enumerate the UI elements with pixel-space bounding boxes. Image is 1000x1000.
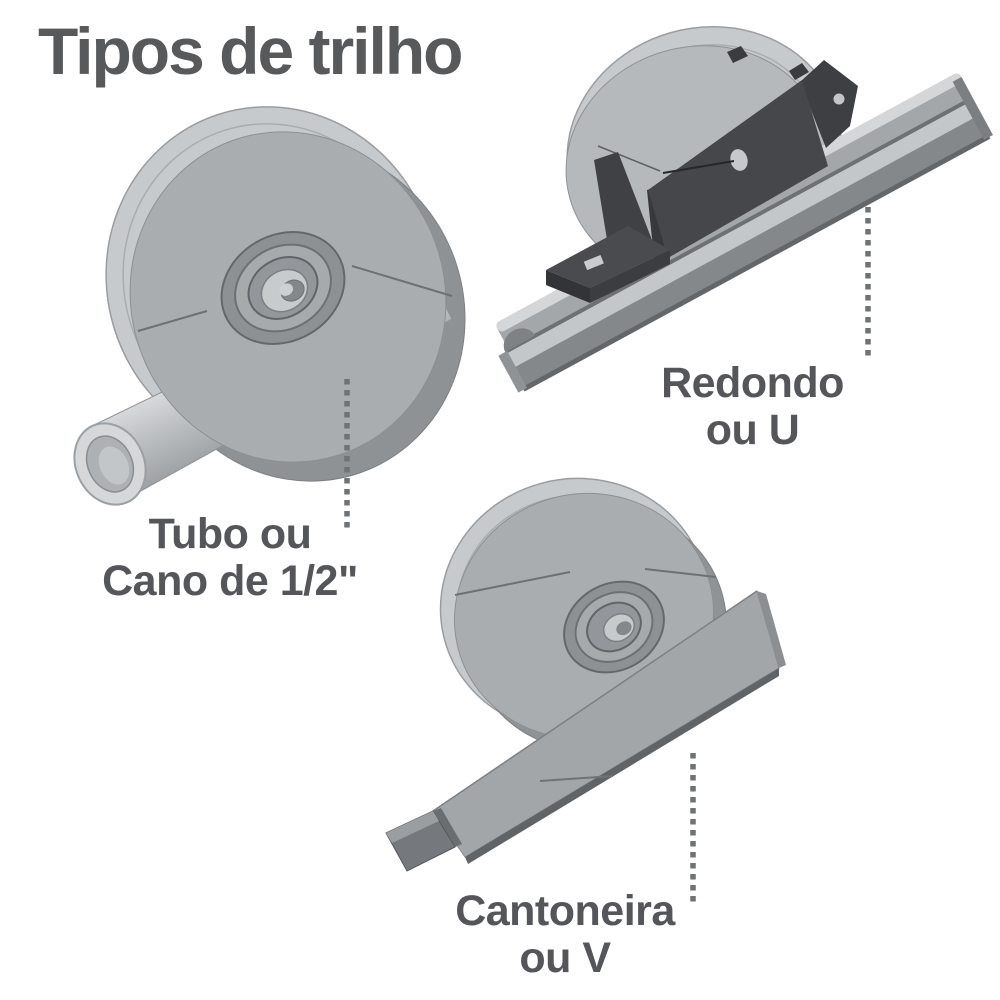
wheel-on-angle-illustration (385, 477, 786, 872)
label-tube-line1: Tubo ou (148, 510, 312, 558)
wheel-bearing (220, 231, 346, 345)
wheel-bracket (546, 46, 858, 303)
label-tube-track: Tubo ou Cano de 1/2" (30, 511, 430, 605)
label-angle-line1: Cantoneira (455, 887, 675, 935)
label-angle-line2: ou V (519, 934, 611, 982)
label-round-line1: Redondo (661, 359, 844, 407)
wheel-bearing (563, 580, 665, 674)
label-round-track: Redondo ou U (585, 360, 920, 454)
tube-end-opening (73, 422, 147, 506)
wheel-on-round-rail-illustration (496, 25, 993, 393)
angle-iron-track (385, 590, 786, 872)
page-title: Tipos de trilho (38, 14, 463, 88)
label-angle-track: Cantoneira ou V (395, 888, 735, 982)
label-tube-line2: Cano de 1/2" (102, 557, 358, 605)
label-round-line2: ou U (705, 406, 800, 454)
wheel-on-tube-illustration (73, 106, 466, 506)
